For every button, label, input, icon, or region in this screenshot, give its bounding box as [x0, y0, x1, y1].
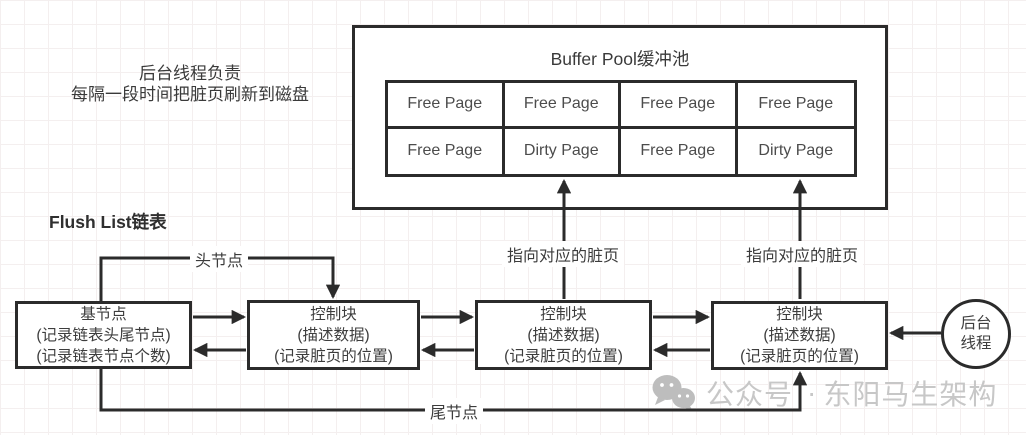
background-thread-note: 后台线程负责 每隔一段时间把脏页刷新到磁盘 [30, 63, 350, 105]
flush-list-title: Flush List链表 [49, 212, 167, 232]
control-block-title: 控制块 [776, 306, 823, 323]
base-node-desc: (记录链表头尾节点) [36, 326, 171, 344]
background-thread-circle: 后台 线程 [941, 299, 1011, 369]
background-thread-note-line2: 每隔一段时间把脏页刷新到磁盘 [71, 85, 309, 104]
buffer-pool-title: Buffer Pool缓冲池 [550, 49, 690, 69]
background-thread-note-line1: 后台线程负责 [139, 64, 241, 83]
control-block-desc: (描述数据) [763, 327, 836, 344]
wechat-icon [652, 375, 695, 412]
control-block-title: 控制块 [540, 305, 587, 323]
control-block-desc: (记录脏页的位置) [274, 347, 393, 365]
watermark-label: 公众号 [706, 379, 794, 410]
dirty-pointer-label-left: 指向对应的脏页 [501, 241, 625, 267]
control-block-desc: (记录脏页的位置) [740, 348, 859, 365]
control-block-title: 控制块 [310, 305, 357, 323]
page-cell: Dirty Page [737, 128, 854, 174]
page-cell: Free Page [388, 128, 505, 174]
head-node-label: 头节点 [189, 246, 249, 272]
control-block-desc: (描述数据) [527, 326, 600, 344]
page-cell: Free Page [737, 83, 854, 129]
buffer-pool-box: Buffer Pool缓冲池 Free Page Free Page Free … [352, 25, 888, 210]
background-thread-label: 线程 [960, 335, 992, 352]
watermark-separator: · [807, 377, 818, 408]
control-block-2: 控制块 (描述数据) (记录脏页的位置) [475, 300, 652, 370]
dirty-pointer-label-right: 指向对应的脏页 [740, 241, 864, 267]
control-block-1: 控制块 (描述数据) (记录脏页的位置) [247, 300, 420, 370]
base-node-desc: (记录链表节点个数) [36, 347, 171, 365]
watermark: 公众号 · 东阳马生架构 [650, 374, 997, 412]
page-cell: Free Page [388, 83, 505, 129]
watermark-author: 东阳马生架构 [823, 379, 998, 410]
control-block-desc: (记录脏页的位置) [504, 347, 623, 365]
base-node-title: 基节点 [80, 305, 127, 323]
page-cell: Dirty Page [504, 128, 621, 174]
background-thread-label: 后台 [960, 315, 992, 332]
control-block-desc: (描述数据) [297, 326, 370, 344]
page-cell: Free Page [621, 83, 738, 129]
control-block-3: 控制块 (描述数据) (记录脏页的位置) [711, 301, 888, 370]
page-cell: Free Page [504, 83, 621, 129]
tail-node-label: 尾节点 [424, 398, 484, 424]
base-node-box: 基节点 (记录链表头尾节点) (记录链表节点个数) [15, 301, 192, 369]
buffer-pool-page-table: Free Page Free Page Free Page Free Page … [385, 80, 857, 177]
page-cell: Free Page [621, 128, 738, 174]
